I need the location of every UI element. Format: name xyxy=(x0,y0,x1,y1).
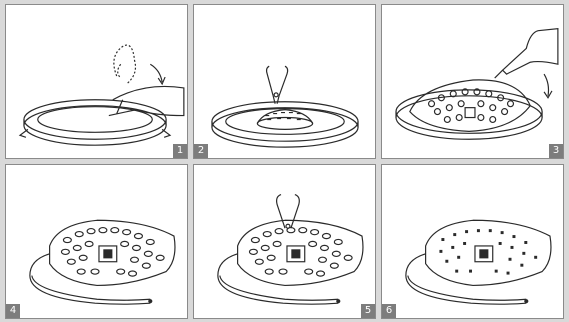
step-number: 6 xyxy=(382,304,396,318)
step-panel-3: 3 xyxy=(381,4,564,159)
step-panel-2: 2 xyxy=(193,4,376,159)
pluck-led-cap-icon xyxy=(194,165,375,318)
bare-led-board-icon xyxy=(382,165,563,318)
step-panel-1: 1 xyxy=(5,4,188,159)
step-number: 5 xyxy=(361,304,375,318)
step-panel-5: 5 xyxy=(193,164,376,319)
step-panel-6: 6 xyxy=(381,164,564,319)
led-board-removed-icon xyxy=(6,165,187,318)
step-number: 2 xyxy=(194,144,208,158)
instruction-grid: 1 2 xyxy=(5,4,564,318)
step-panel-4: 4 xyxy=(5,164,188,319)
step-number: 1 xyxy=(173,144,187,158)
step-number: 4 xyxy=(6,304,20,318)
remove-retaining-ring-icon xyxy=(6,5,187,158)
pull-led-board-with-pliers-icon xyxy=(194,5,375,158)
lift-led-board-icon xyxy=(382,5,563,158)
step-number: 3 xyxy=(549,144,563,158)
